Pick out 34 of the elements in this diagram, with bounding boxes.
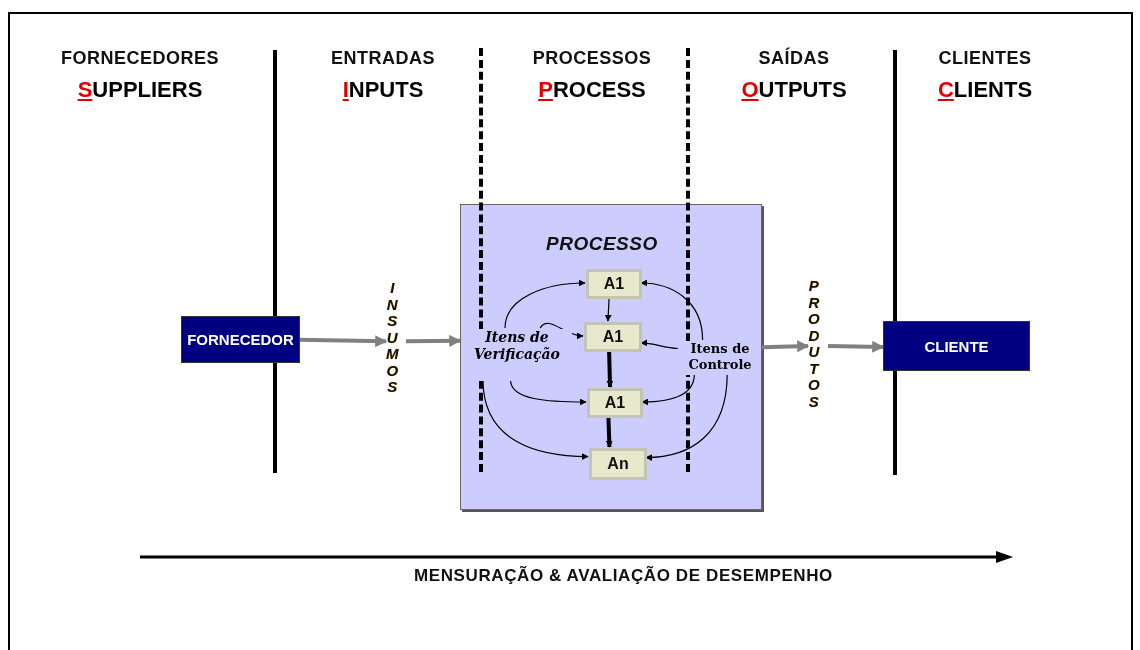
column-subheading: INPUTS <box>342 77 424 103</box>
axis-label: MENSURAÇÃO & AVALIAÇÃO DE DESEMPENHO <box>414 566 833 586</box>
arrow <box>604 297 612 322</box>
process-box <box>460 204 762 510</box>
activity-box: A1 <box>584 322 642 352</box>
activity-box: A1 <box>587 388 643 418</box>
column-subheading: OUTPUTS <box>741 77 847 103</box>
arrow <box>761 340 810 353</box>
arrow <box>827 340 885 353</box>
arrow <box>641 373 695 406</box>
process-title: PROCESSO <box>546 233 658 255</box>
supplier-box: FORNECEDOR <box>181 316 300 363</box>
column-heading: PROCESSOS <box>532 48 652 69</box>
column-heading: FORNECEDORES <box>61 48 219 69</box>
arrow <box>482 379 589 460</box>
column-subheading: PROCESS <box>538 77 646 103</box>
arrow <box>606 350 614 388</box>
arrow <box>605 416 613 448</box>
arrow <box>640 339 679 350</box>
column-heading: CLIENTES <box>938 48 1032 69</box>
arrow <box>509 379 587 406</box>
arrow <box>640 279 704 341</box>
arrow <box>645 373 728 461</box>
client-box: CLIENTE <box>883 321 1030 371</box>
column-heading: ENTRADAS <box>331 48 435 69</box>
vertical-label: PRODUTOS <box>808 278 820 414</box>
column-subheading: CLIENTS <box>937 77 1033 103</box>
column-heading: SAÍDAS <box>758 48 830 69</box>
arrow <box>504 279 586 329</box>
activity-box: A1 <box>586 269 642 299</box>
vertical-label: INSUMOS <box>386 280 399 398</box>
arrow <box>405 334 462 347</box>
column-subheading: SUPPLIERS <box>77 77 203 103</box>
activity-box: An <box>589 448 647 480</box>
